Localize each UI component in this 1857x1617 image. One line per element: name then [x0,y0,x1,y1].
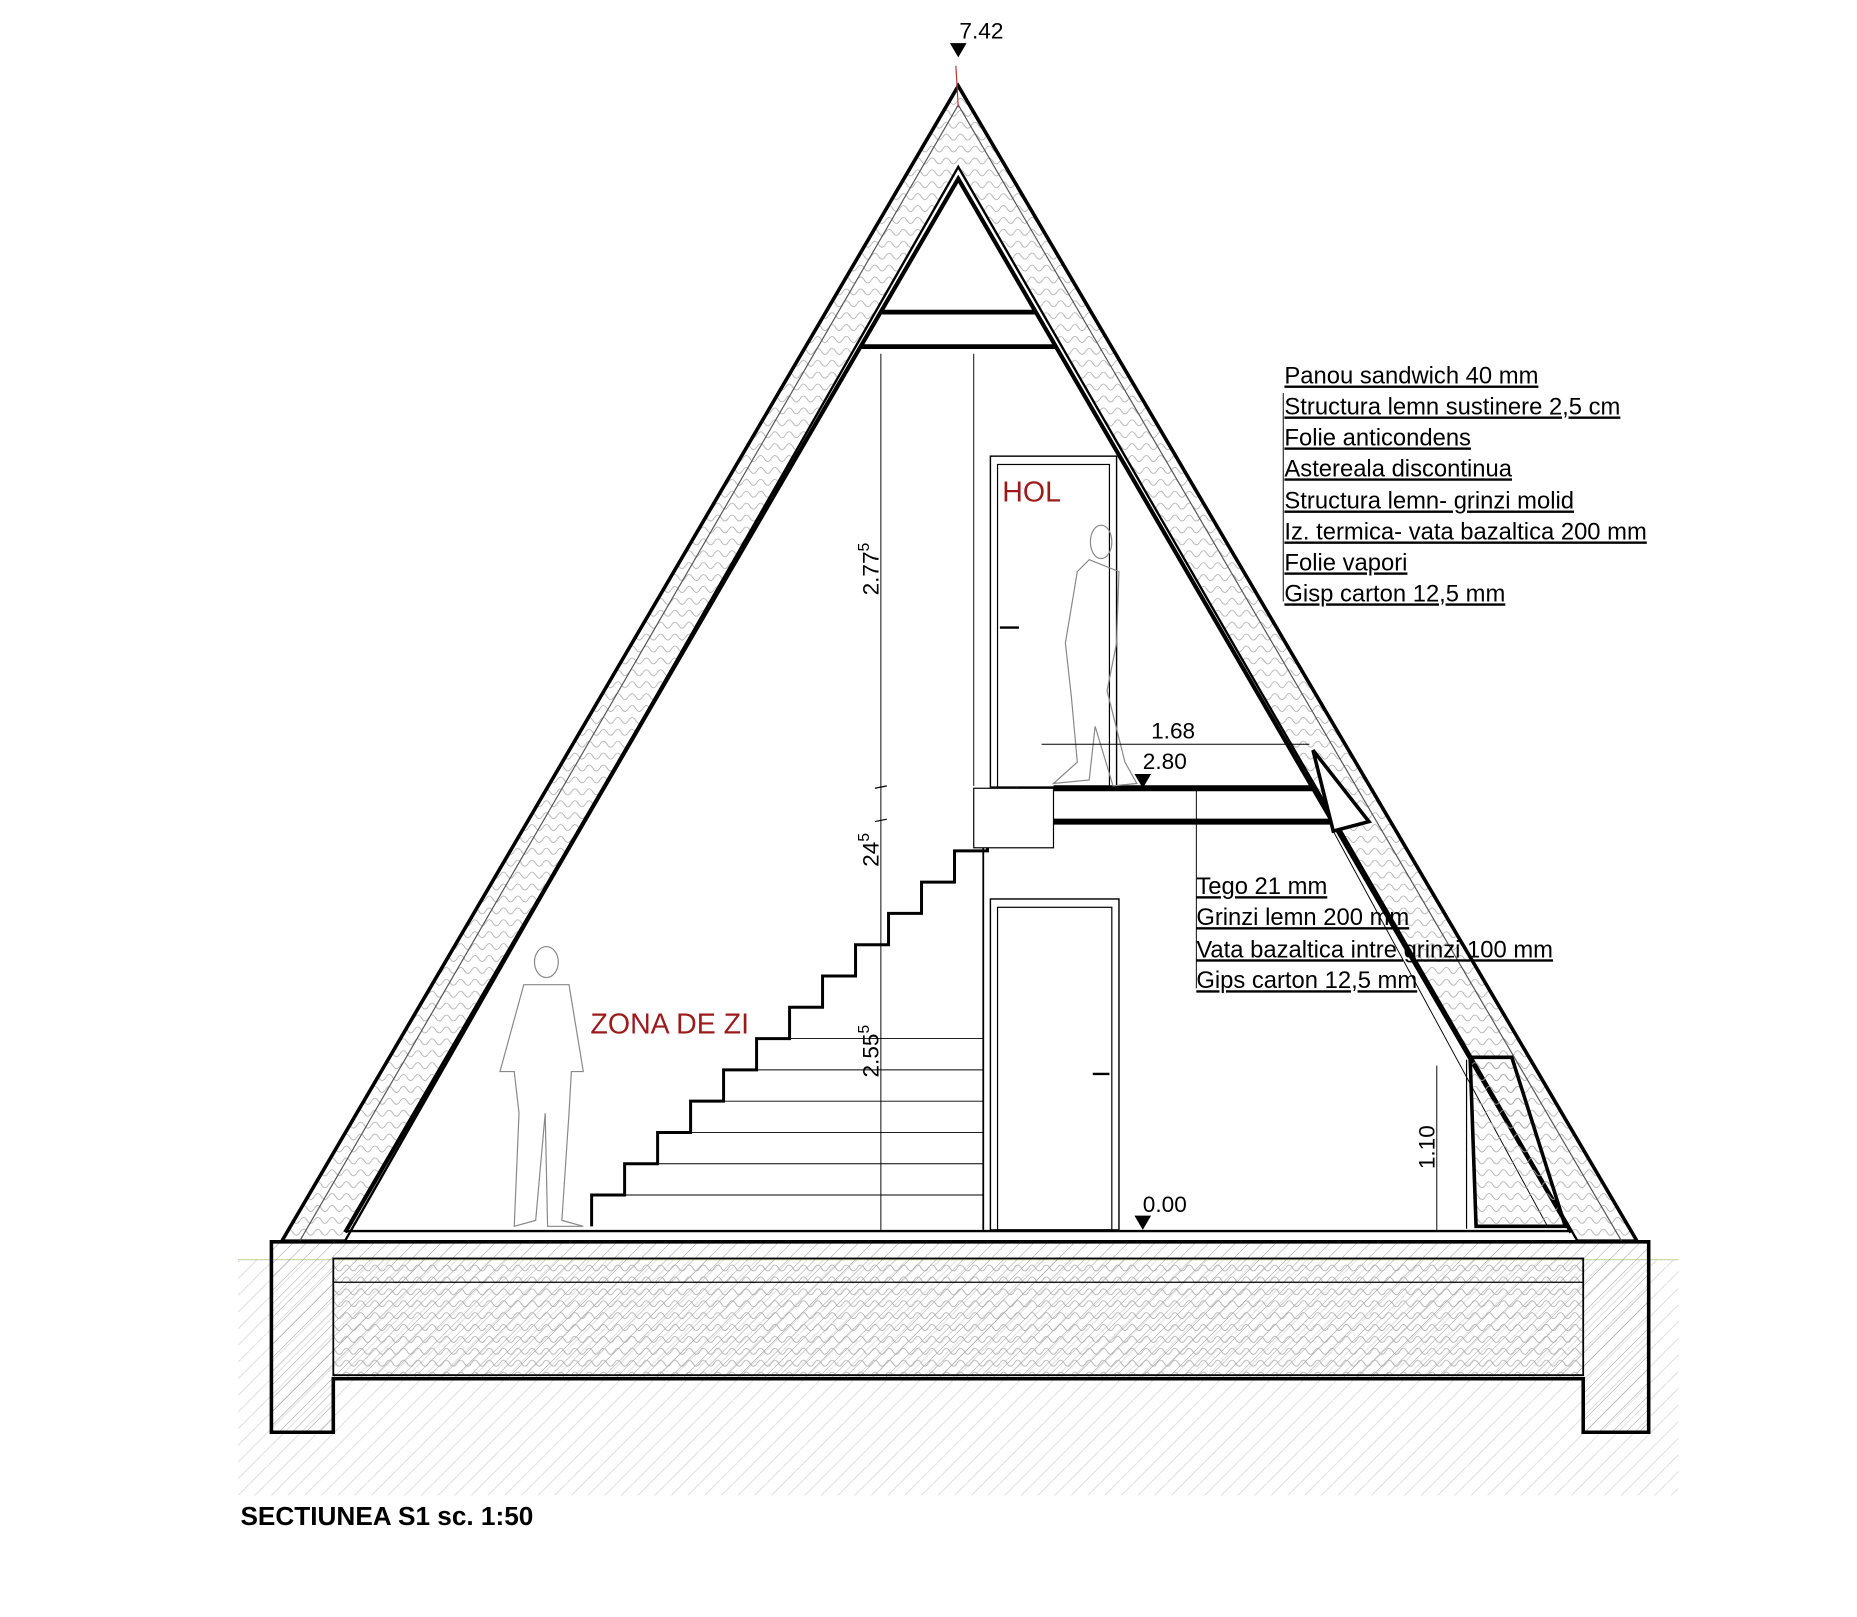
knee-wall [1468,1055,1568,1229]
roof-layers-legend: Panou sandwich 40 mm Structura lemn sust… [1284,363,1646,608]
human-figure-male [499,945,584,1228]
roof-layer: Gisp carton 12,5 mm [1284,580,1505,607]
roof-layer: Panou sandwich 40 mm [1284,363,1538,390]
floor-insulation [332,1257,1585,1377]
roof-layer: Iz. termica- vata bazaltica 200 mm [1284,518,1646,545]
floor-layer: Tego 21 mm [1196,873,1327,900]
floor-layer: Gips carton 12,5 mm [1196,967,1417,994]
roof-outer [280,83,1639,1242]
stair-profile [590,786,1054,1227]
dim-slab: 245 [856,833,884,867]
level-ground: 0.00 [1143,1192,1187,1217]
lower-door [989,898,1120,1231]
dim-upper-height: 2.775 [856,543,884,596]
room-label-hol: HOL [1002,476,1061,508]
floor-layers-legend: Tego 21 mm Grinzi lemn 200 mm Vata bazal… [1196,873,1553,994]
dim-lower-height: 2.555 [856,1025,884,1078]
roof-layer: Structura lemn- grinzi molid [1284,488,1574,515]
level-marker-icon [1134,773,1152,789]
roof-layer: Astereala discontinua [1284,455,1512,482]
dim-mezzanine-width: 1.68 [1151,718,1195,743]
dim-knee-wall: 1.10 [1414,1125,1439,1169]
roof-layer: Folie vapori [1284,549,1407,576]
roof-layer: Structura lemn sustinere 2,5 cm [1284,393,1620,420]
human-figure-female [1051,524,1138,787]
upper-door [989,455,1118,788]
roof-inner [343,174,1574,1234]
level-marker-icon [1134,1215,1152,1230]
floor-layer: Vata bazaltica intre grinzi 100 mm [1196,936,1553,963]
level-ridge: 7.42 [959,18,1003,43]
room-label-zona-de-zi: ZONA DE ZI [590,1008,749,1040]
section-title: SECTIUNEA S1 sc. 1:50 [240,1501,533,1531]
level-mezzanine: 2.80 [1143,749,1187,774]
floor-layer: Grinzi lemn 200 mm [1196,904,1409,931]
level-marker-icon [949,43,967,58]
staircase [590,786,1054,1227]
roof-layer: Folie anticondens [1284,424,1471,451]
